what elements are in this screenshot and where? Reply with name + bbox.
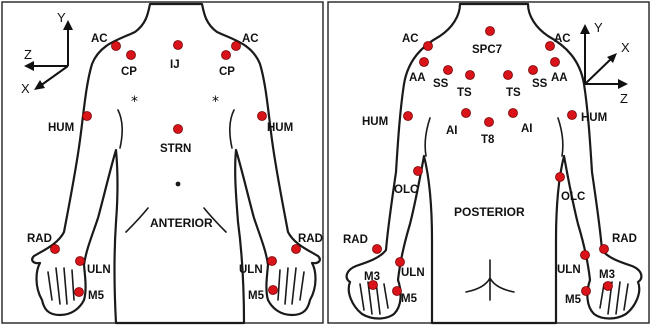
landmark-label: AC [242, 33, 259, 45]
landmark-label: SS [433, 78, 449, 90]
landmark-label: TS [457, 87, 472, 99]
landmark-label: AC [554, 33, 571, 45]
landmark-label: ULN [87, 264, 111, 276]
landmark-label: HUM [48, 122, 74, 134]
landmark-label: M5 [401, 293, 418, 305]
landmark-label: CP [121, 66, 137, 78]
marker-dot [232, 42, 241, 51]
landmark-label: ULN [557, 264, 581, 276]
landmark-label: ULN [239, 264, 263, 276]
posterior-view-label: POSTERIOR [454, 205, 525, 219]
marker-dot [404, 112, 413, 121]
marker-dot [420, 58, 429, 67]
marker-dot [600, 245, 609, 254]
landmark-label: HUM [581, 112, 607, 124]
landmark-label: AI [521, 123, 533, 135]
landmark-label: RAD [27, 233, 52, 245]
landmark-label: AA [409, 72, 426, 84]
marker-dot [486, 27, 495, 36]
landmark-label: AI [446, 125, 458, 137]
marker-dot [396, 258, 405, 267]
marker-dot [509, 109, 518, 118]
marker-dot [127, 51, 136, 60]
marker-dot [556, 173, 565, 182]
marker-dot [174, 125, 183, 134]
marker-dot [75, 288, 84, 297]
landmark-label: IJ [170, 59, 180, 71]
landmark-label: T8 [481, 134, 495, 146]
anterior-axis-z-label: Z [24, 47, 32, 62]
anterior-panel: * * Y Z X ANTERIOR AC AC CP CP IJ HUM HU… [2, 2, 323, 323]
marker-dot [83, 112, 92, 121]
marker-dot [504, 71, 513, 80]
marker-dot [444, 66, 453, 75]
landmark-label: TS [506, 87, 521, 99]
landmark-label: RAD [343, 234, 368, 246]
landmark-label: AC [402, 33, 419, 45]
landmark-label: AC [91, 33, 108, 45]
marker-dot [551, 58, 560, 67]
landmark-label: STRN [160, 143, 191, 155]
posterior-axis-x-label: X [621, 40, 630, 55]
landmark-label: ULN [401, 267, 425, 279]
posterior-axis-z-label: Z [620, 91, 628, 106]
marker-dot [292, 245, 301, 254]
marker-dot [466, 71, 475, 80]
marker-dot [414, 167, 423, 176]
landmark-label: RAD [298, 233, 323, 245]
marker-dot [268, 257, 277, 266]
marker-dot [112, 42, 121, 51]
landmark-label: M5 [565, 294, 582, 306]
marker-dot [581, 251, 590, 260]
landmark-label: OLC [561, 191, 585, 203]
landmark-label: SS [532, 78, 548, 90]
landmark-label: OLC [394, 184, 418, 196]
marker-dot [76, 257, 85, 266]
marker-dot [222, 51, 231, 60]
marker-dot [604, 282, 613, 291]
anterior-view-label: ANTERIOR [150, 216, 213, 230]
nipple-right-glyph: * [131, 94, 138, 110]
marker-dot [258, 112, 267, 121]
landmark-label: SPC7 [472, 44, 502, 56]
marker-dot [529, 66, 538, 75]
nipple-left-glyph: * [212, 94, 219, 110]
landmark-label: CP [219, 66, 235, 78]
marker-dot [582, 287, 591, 296]
marker-dot [485, 118, 494, 127]
marker-dot [568, 111, 577, 120]
marker-dot [424, 42, 433, 51]
anterior-axis-x-label: X [21, 81, 30, 96]
landmark-label: HUM [362, 116, 388, 128]
marker-dot [174, 41, 183, 50]
landmark-label: AA [551, 72, 568, 84]
marker-dot [51, 245, 60, 254]
landmark-label: M5 [248, 290, 265, 302]
marker-dot [462, 109, 471, 118]
landmark-label: M3 [599, 269, 615, 281]
marker-dot [269, 286, 278, 295]
navel [176, 182, 181, 187]
landmark-label: RAD [612, 233, 637, 245]
landmark-label: HUM [267, 122, 293, 134]
marker-dot [373, 245, 382, 254]
posterior-axis-y-label: Y [594, 20, 603, 35]
landmark-label: M5 [88, 290, 105, 302]
posterior-panel: Y X Z POSTERIOR AC AC SPC7 AA AA SS SS T… [328, 2, 649, 323]
anterior-axis-y-label: Y [57, 10, 66, 25]
landmark-label: M3 [364, 271, 380, 283]
